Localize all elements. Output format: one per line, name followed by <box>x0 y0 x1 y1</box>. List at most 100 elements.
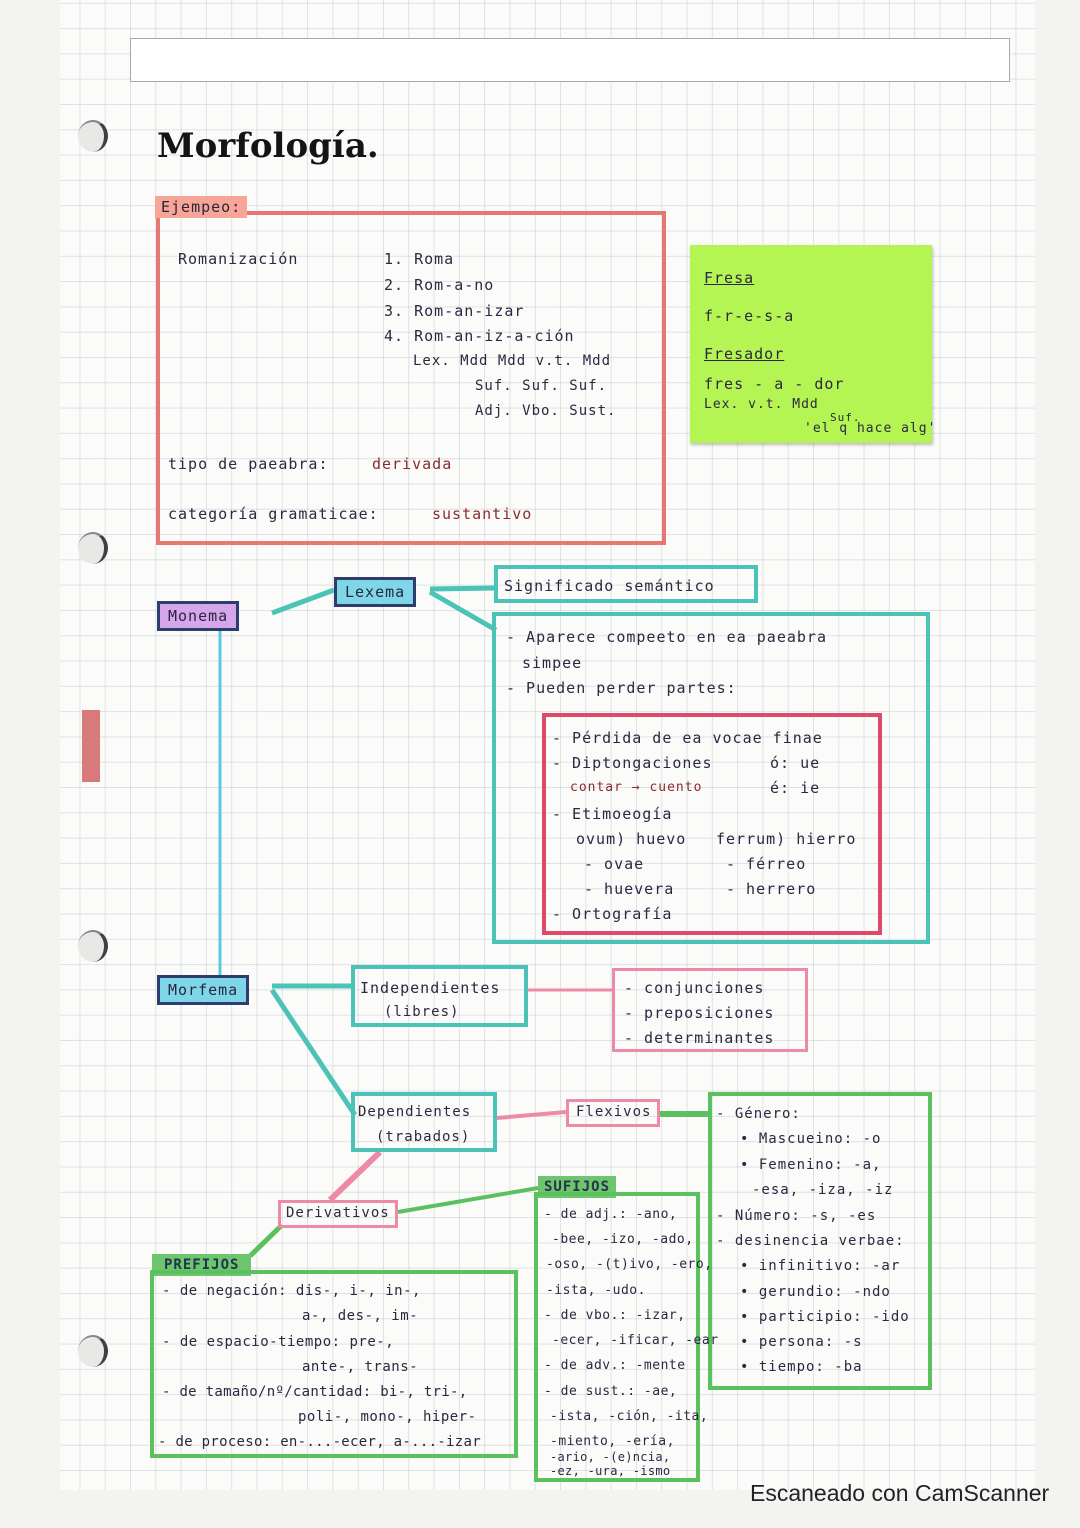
sufijos-item: -bee, -izo, -ado, <box>552 1232 694 1247</box>
etimologia-example: - herrero <box>726 880 817 898</box>
binder-hole <box>78 120 108 152</box>
sticky-word-2: Fresador <box>704 345 785 363</box>
example-step-4: 4. Rom-an-iz-a-ción <box>384 327 575 345</box>
flexivos-item: • Femenino: -a, <box>740 1157 882 1173</box>
sufijos-item: -ecer, -ificar, -ear <box>552 1333 719 1348</box>
binder-hole <box>78 532 108 564</box>
categoria-label: categoría gramaticae: <box>168 505 379 523</box>
sufijos-item: -oso, -(t)ivo, -ero, <box>546 1257 713 1272</box>
perdida-item: - Pérdida de ea vocae finae <box>552 729 823 747</box>
binder-hole <box>78 930 108 962</box>
prefijos-item: - de proceso: en-...-ecer, a-...-izar <box>158 1434 481 1450</box>
independientes-label: Independientes <box>360 979 501 997</box>
perdida-item: - Ortografía <box>552 905 673 923</box>
independientes-item: - preposiciones <box>624 1004 775 1022</box>
sticky-note-text: 'el q hace alg' <box>804 421 937 436</box>
example-word: Romanización <box>178 250 299 268</box>
categoria-value: sustantivo <box>432 505 533 523</box>
independientes-item: - determinantes <box>624 1029 775 1047</box>
lexema-line: simpee <box>522 654 583 672</box>
perdida-item: - Etimoeogía <box>552 805 673 823</box>
sticky-word-1: Fresa <box>704 269 755 287</box>
sticky-note: Fresa f-r-e-s-a Fresador fres - a - dor … <box>690 245 935 443</box>
flexivos-item: • tiempo: -ba <box>740 1359 863 1375</box>
flexivos-label: Flexivos <box>576 1104 652 1120</box>
sticky-parts: fres - a - dor <box>704 375 845 393</box>
example-step-3: 3. Rom-an-izar <box>384 302 525 320</box>
sufijos-item: - de adv.: -mente <box>544 1358 686 1373</box>
example-morph-labels: Suf. Suf. Suf. <box>475 378 608 394</box>
etimologia-example: ferrum) hierro <box>716 830 857 848</box>
flexivos-node <box>566 1099 660 1127</box>
prefijos-item: - de negación: dis-, i-, in-, <box>162 1283 421 1299</box>
lexema-line: - Pueden perder partes: <box>506 679 737 697</box>
independientes-sublabel: (libres) <box>384 1004 460 1020</box>
flexivos-item: • gerundio: -ndo <box>740 1284 891 1300</box>
sufijos-item: -ista, -udo. <box>546 1283 646 1298</box>
node-monema: Monema <box>157 601 240 631</box>
etimologia-example: - férreo <box>726 855 807 873</box>
sufijos-item: -miento, -ería, <box>550 1434 675 1449</box>
flexivos-item: • infinitivo: -ar <box>740 1258 901 1274</box>
diptongacion-example: contar → cuento <box>570 780 703 795</box>
independientes-item: - conjunciones <box>624 979 765 997</box>
diptongacion-rule: é: ie <box>770 779 821 797</box>
sufijos-item: - de sust.: -ae, <box>544 1384 678 1399</box>
binder-hole <box>78 1335 108 1367</box>
etimologia-example: - ovae <box>584 855 645 873</box>
perdida-item: - Diptongaciones <box>552 754 713 772</box>
prefijos-item: a-, des-, im- <box>302 1308 419 1324</box>
sufijos-item: -ez, -ura, -ismo <box>550 1464 671 1478</box>
example-morph-labels: Adj. Vbo. Sust. <box>475 403 617 419</box>
flexivos-item: - desinencia verbae: <box>716 1233 905 1249</box>
sufijos-item: -ista, -ción, -ita, <box>550 1409 709 1424</box>
prefijos-item: - de espacio-tiempo: pre-, <box>162 1334 395 1350</box>
independientes-box <box>351 965 528 1027</box>
sufijos-box <box>534 1192 700 1482</box>
significado-box <box>494 565 758 603</box>
significado-text: Significado semántico <box>504 577 715 595</box>
perdida-box <box>542 713 882 935</box>
scanner-watermark: Escaneado con CamScanner <box>750 1480 1050 1506</box>
example-step-2: 2. Rom-a-no <box>384 276 495 294</box>
sticky-spelled: f-r-e-s-a <box>704 307 795 325</box>
sticky-labels: Lex. v.t. Mdd <box>704 397 819 412</box>
lexema-line: - Aparece compeeto en ea paeabra <box>506 628 827 646</box>
dependientes-sublabel: (trabados) <box>376 1129 471 1145</box>
node-lexema: Lexema <box>334 577 417 607</box>
flexivos-item: • participio: -ido <box>740 1309 910 1325</box>
sufijos-item: - de vbo.: -izar, <box>544 1308 686 1323</box>
flexivos-item: • persona: -s <box>740 1334 863 1350</box>
sufijos-item: - de adj.: -ano, <box>544 1207 678 1222</box>
prefijos-item: - de tamaño/nº/cantidad: bi-, tri-, <box>162 1384 468 1400</box>
independientes-list-box <box>612 968 808 1052</box>
dependientes-box <box>351 1092 497 1152</box>
example-morph-labels: Lex. Mdd Mdd v.t. Mdd <box>413 353 612 369</box>
example-box <box>156 211 666 545</box>
sticky-suf: Suf. <box>830 411 861 424</box>
flexivos-item: • Mascueino: -o <box>740 1131 882 1147</box>
example-step-1: 1. Roma <box>384 250 455 268</box>
diptongacion-rule: ó: ue <box>770 754 821 772</box>
derivativos-label: Derivativos <box>286 1205 390 1221</box>
dependientes-label: Dependientes <box>358 1104 472 1120</box>
page-title: Morfología. <box>157 126 379 166</box>
prefijos-item: poli-, mono-, hiper- <box>298 1409 477 1425</box>
sufijos-item: -ario, -(e)ncia, <box>550 1450 671 1464</box>
flexivos-item: -esa, -iza, -iz <box>752 1182 894 1198</box>
tipo-label: tipo de paeabra: <box>168 455 329 473</box>
derivativos-node <box>278 1200 398 1228</box>
example-tab: Ejempeo: <box>155 196 248 218</box>
flexivos-item: - Género: <box>716 1106 801 1122</box>
etimologia-example: - huevera <box>584 880 675 898</box>
prefijos-item: ante-, trans- <box>302 1359 419 1375</box>
tipo-value: derivada <box>372 455 453 473</box>
flexivos-box <box>708 1092 932 1390</box>
node-morfema: Morfema <box>157 975 250 1005</box>
flexivos-item: - Número: -s, -es <box>716 1208 877 1224</box>
lexema-detail-box <box>492 612 930 944</box>
prefijos-box <box>150 1270 518 1458</box>
etimologia-example: ovum) huevo <box>576 830 687 848</box>
header-strip <box>130 38 1010 82</box>
